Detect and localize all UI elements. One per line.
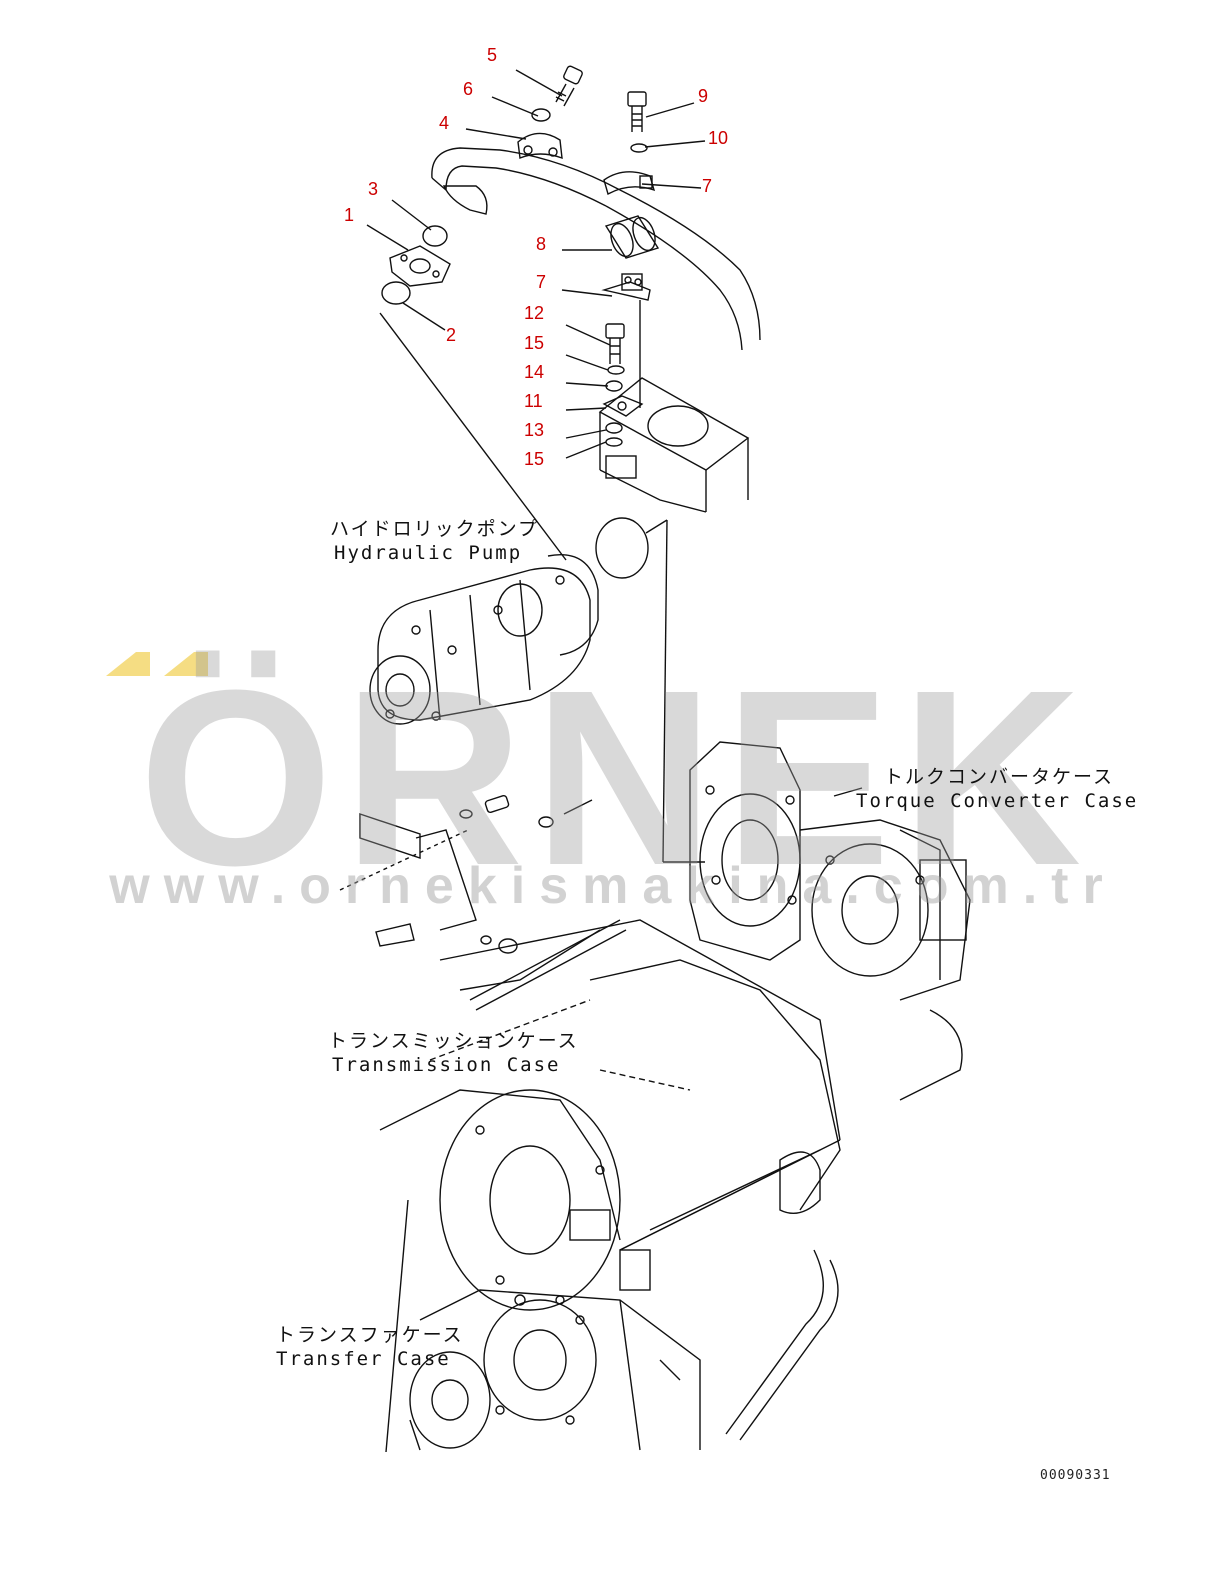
transfer-label-en: Transfer Case [276, 1348, 451, 1370]
plate-11 [602, 395, 644, 417]
hydraulic-pump-label-en: Hydraulic Pump [334, 542, 523, 564]
torque-converter-case [689, 741, 971, 1001]
transmission-label-jp: トランスミッションケース [328, 1030, 579, 1052]
callout-6: 6 [463, 79, 474, 99]
mid-hardware [339, 794, 593, 954]
right-hose [725, 1009, 963, 1441]
transfer-case [409, 1289, 701, 1451]
sleeve-8 [604, 215, 660, 259]
bolt-12 [605, 323, 625, 364]
o-ring-2 [381, 281, 411, 305]
washer-13 [605, 422, 623, 434]
watermark-url: www.ornekismakina.com.tr [109, 857, 1117, 915]
transmission-label-en: Transmission Case [332, 1054, 561, 1076]
callout-9: 9 [698, 86, 709, 106]
callout-8: 8 [536, 234, 547, 254]
washer-14 [605, 380, 623, 392]
elbow-pipe [431, 147, 621, 215]
callout-2: 2 [446, 325, 457, 345]
clamp-7-lower [601, 273, 651, 301]
hose-long [605, 189, 761, 351]
o-ring-3 [422, 225, 448, 247]
washer-6 [531, 108, 551, 122]
callout-7-upper: 7 [702, 176, 713, 196]
bolt-5 [555, 65, 583, 107]
torque-converter-label-jp: トルクコンバータケース [884, 766, 1115, 788]
transmission-pipe [469, 919, 821, 1231]
flange-1 [389, 245, 451, 287]
bolt-9 [627, 91, 647, 132]
callout-15-lower: 15 [524, 449, 545, 469]
callout-11: 11 [524, 391, 543, 411]
clamp-7-upper [603, 171, 656, 196]
hydraulic-pump [369, 554, 599, 725]
callout-12: 12 [524, 303, 545, 323]
hydraulic-pump-label-jp: ハイドロリックポンプ [330, 518, 540, 540]
leader-lines [366, 69, 863, 1453]
transfer-label-jp: トランスファケース [276, 1324, 464, 1346]
o-ring-large [595, 517, 649, 579]
transmission-case [379, 919, 841, 1311]
washer-15-bottom [605, 437, 623, 447]
watermark-accent [106, 652, 208, 676]
callout-3: 3 [368, 179, 379, 199]
callout-5: 5 [487, 45, 498, 65]
washer-15-top [607, 365, 625, 375]
callout-1: 1 [344, 205, 355, 225]
torque-converter-label-en: Torque Converter Case [856, 790, 1139, 812]
washer-10 [630, 143, 648, 153]
callout-13: 13 [524, 420, 545, 440]
watermark-brand: ÖRNEK [138, 638, 1092, 917]
drawing-code: 00090331 [1040, 1468, 1111, 1483]
callout-10: 10 [708, 128, 729, 148]
bracket-block [598, 377, 750, 513]
callout-15-upper: 15 [524, 333, 545, 353]
callout-14: 14 [524, 362, 545, 382]
callout-4: 4 [439, 113, 450, 133]
callout-7-lower: 7 [536, 272, 547, 292]
